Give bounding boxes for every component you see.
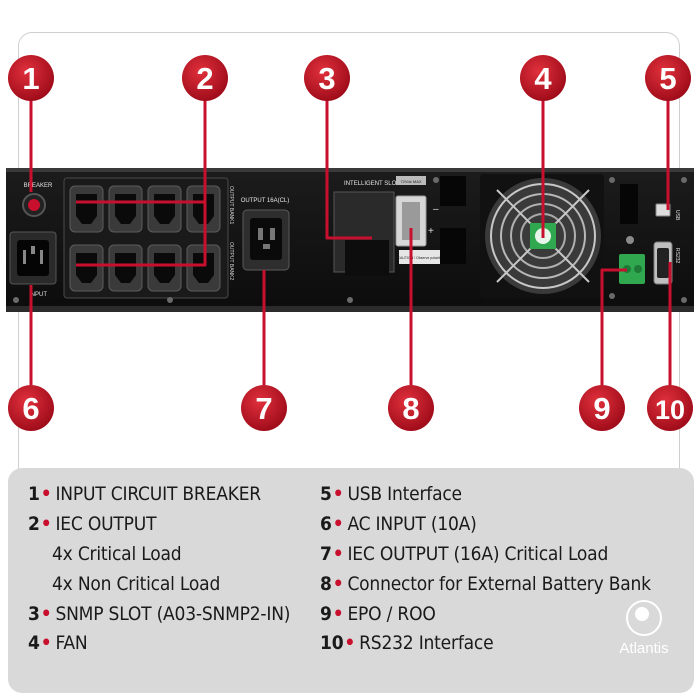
legend-item-number: 5 [320,483,332,505]
svg-text:–: – [433,204,439,215]
legend-item-text: RS232 Interface [359,632,494,654]
callout-circle [645,55,691,101]
legend-item-text: EPO / ROO [347,603,436,625]
legend-bullet: • [332,603,344,625]
callout-circle [579,385,625,431]
callout-circle [8,55,54,101]
legend-item-text: AC INPUT (10A) [347,513,477,535]
callout-circle [647,385,693,431]
callout-number: 5 [659,61,676,96]
legend-item: 1•INPUT CIRCUIT BREAKER [28,483,261,505]
svg-text:+: + [428,226,434,237]
leader-9 [600,268,627,385]
legend-item-text: Connector for External Battery Bank [347,573,651,595]
caution-label: CAUTION ! Observe polarity! [397,256,442,260]
legend-bullet: • [332,513,344,535]
callout-3: 3 [304,55,350,101]
callout-circle [8,385,54,431]
legend-item-number: 10 [320,632,344,654]
legend-item-number: 6 [320,513,332,535]
legend-item: 2•IEC OUTPUT [28,513,157,535]
usb-label: USB [674,210,680,221]
brand-name: Atlantis [619,640,669,657]
legend-item: 8•Connector for External Battery Bank [320,573,651,595]
legend-item-number: 1 [28,483,40,505]
callout-9: 9 [579,385,625,431]
callout-number: 7 [255,391,272,426]
callout-circle [241,385,287,431]
legend-item: 9•EPO / ROO [320,603,436,625]
callout-number: 2 [196,61,213,96]
callout-number: 10 [655,395,685,425]
legend-item-number: 4 [28,632,40,654]
callout-number: 4 [534,61,552,96]
legend-item-number: 2 [28,513,40,535]
legend-item-text: IEC OUTPUT (16A) Critical Load [347,543,609,565]
callout-leader-lines [29,100,672,385]
epo-terminal [619,254,645,284]
legend-bullet: • [332,543,344,565]
legend-item: 5•USB Interface [320,483,462,505]
legend-bullet: • [332,483,344,505]
callout-10: 10 [647,385,693,431]
legend-item-text: INPUT CIRCUIT BREAKER [55,483,261,505]
callout-circle [182,55,228,101]
legend-bullet: • [40,483,52,505]
legend-item-text: 4x Critical Load [52,543,182,565]
callout-1: 1 [8,55,54,101]
legend-bullet: • [40,632,52,654]
leader-3 [325,100,372,240]
callout-circle [304,55,350,101]
legend-item-text: IEC OUTPUT [55,513,157,535]
legend-item-text: FAN [55,632,88,654]
legend-item-number: 7 [320,543,332,565]
callout-7: 7 [241,385,287,431]
intelligent-slot-label: INTELLIGENT SLOT [344,181,400,187]
atlantis-logo: Atlantis [611,598,677,664]
legend-item: 4x Critical Load [52,543,182,565]
callout-5: 5 [645,55,691,101]
callout-number: 1 [22,61,39,96]
atlantis-logo-icon [626,600,662,636]
callout-circle [388,385,434,431]
breaker-label: BREAKER [24,183,53,189]
battery-voltage-label: 72Vdc MAX [400,179,421,184]
output-bank1-label: OUTPUT BANK1 [228,186,234,224]
legend-item: 6•AC INPUT (10A) [320,513,477,535]
callout-number: 9 [593,391,610,426]
callout-circle [520,55,566,101]
iec-output-bank [63,177,229,299]
legend-item-number: 3 [28,603,40,625]
legend-bullet: • [40,513,52,535]
legend-item: 4•FAN [28,632,88,654]
callout-8: 8 [388,385,434,431]
legend-item: 3•SNMP SLOT (A03-SNMP2-IN) [28,603,290,625]
legend-bullet: • [40,603,52,625]
callout-6: 6 [8,385,54,431]
ups-rear-panel-diagram: BREAKER INPUT OUTPUT BANK1 OUTPUT BANK2 … [6,55,694,431]
legend-item-text: USB Interface [347,483,462,505]
rs232-label: RS232 [674,248,680,264]
legend-item-text: 4x Non Critical Load [52,573,221,595]
legend-bullet: • [332,573,344,595]
legend-item-text: SNMP SLOT (A03-SNMP2-IN) [55,603,291,625]
callout-2: 2 [182,55,228,101]
legend-item-number: 8 [320,573,332,595]
legend-item: 7•IEC OUTPUT (16A) Critical Load [320,543,608,565]
callout-number: 3 [318,61,335,96]
legend-bullet: • [344,632,356,654]
legend-item: 10•RS232 Interface [320,632,494,654]
output-bank2-label: OUTPUT BANK2 [228,242,234,280]
legend-item-number: 9 [320,603,332,625]
legend-item: 4x Non Critical Load [52,573,220,595]
callout-number: 6 [22,391,39,426]
input-label: INPUT [29,292,47,298]
leader-2 [76,100,207,267]
callout-4: 4 [520,55,566,101]
callout-number: 8 [402,391,419,426]
output-16a-label: OUTPUT 16A(CL) [241,198,290,204]
